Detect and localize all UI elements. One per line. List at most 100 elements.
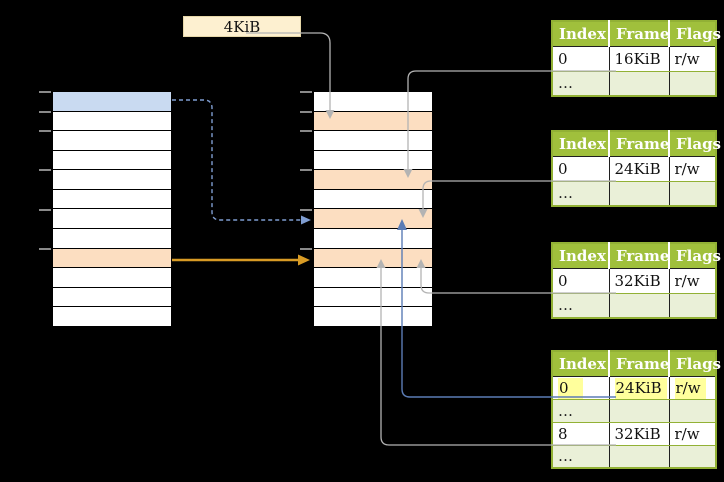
table-cell [609, 445, 670, 469]
frame-size-label-text: 4KiB [223, 18, 261, 36]
column-header: Frame [609, 131, 670, 157]
highlighted-value: 0 [558, 377, 583, 399]
address-tick [300, 208, 312, 211]
memory-row [53, 92, 171, 112]
memory-row [314, 307, 432, 327]
table-row: 0 24KiB r/w [552, 376, 716, 400]
table-row: … [552, 445, 716, 469]
memory-row [53, 287, 171, 308]
column-header: Index [552, 351, 610, 377]
column-header: Index [552, 243, 610, 269]
address-tick [39, 247, 51, 250]
column-header: Frame [609, 21, 670, 47]
physical-memory-column [300, 91, 433, 328]
memory-row [314, 209, 432, 230]
table-cell: … [552, 71, 610, 97]
table-cell [609, 293, 670, 319]
memory-row [53, 229, 171, 249]
memory-row [314, 229, 432, 249]
table-cell: r/w [669, 156, 716, 182]
table-cell: r/w [669, 376, 716, 400]
memory-row [53, 111, 171, 132]
address-tick [39, 110, 51, 113]
table-cell: r/w [669, 422, 716, 446]
virtual-memory-column [39, 91, 172, 328]
table-cell: 32KiB [609, 268, 670, 294]
highlighted-value: 24KiB [614, 377, 667, 399]
memory-row [53, 150, 171, 171]
address-tick [39, 91, 51, 93]
column-header: Frame [609, 243, 670, 269]
table-cell: 0 [552, 376, 610, 400]
table-row: … [552, 181, 716, 207]
memory-row [314, 150, 432, 171]
table-cell: … [552, 181, 610, 207]
table-cell [669, 399, 716, 423]
memory-row [53, 268, 171, 288]
table-cell: r/w [669, 46, 716, 72]
memory-row [314, 170, 432, 190]
column-header: Flags [669, 21, 721, 47]
table-row: … [552, 293, 716, 319]
memory-row [314, 287, 432, 308]
column-header: Flags [669, 131, 721, 157]
address-tick [300, 169, 312, 172]
table-cell: … [552, 399, 610, 423]
memory-row [53, 307, 171, 327]
memory-row [53, 170, 171, 190]
address-tick [300, 91, 312, 93]
table-cell: 8 [552, 422, 610, 446]
table-cell: 0 [552, 268, 610, 294]
memory-row [314, 268, 432, 288]
frame-size-label: 4KiB [183, 16, 301, 37]
table-cell: 24KiB [609, 376, 670, 400]
table-row: … [552, 399, 716, 423]
column-header: Flags [669, 351, 721, 377]
memory-row [53, 189, 171, 210]
table-cell: … [552, 293, 610, 319]
table-cell [669, 71, 716, 97]
table-cell [609, 181, 670, 207]
table-cell: 16KiB [609, 46, 670, 72]
column-header: Index [552, 131, 610, 157]
memory-row [53, 209, 171, 230]
column-header: Flags [669, 243, 721, 269]
table-cell [669, 181, 716, 207]
address-tick [300, 110, 312, 113]
table-cell [669, 445, 716, 469]
memory-row [314, 131, 432, 151]
table-cell: 0 [552, 156, 610, 182]
address-tick [39, 208, 51, 211]
table-cell: 0 [552, 46, 610, 72]
memory-row [53, 131, 171, 151]
memory-row [314, 248, 432, 269]
table-cell: r/w [669, 268, 716, 294]
table-cell [609, 399, 670, 423]
arrowhead-right-icon [298, 254, 310, 266]
arrowhead-right-icon [301, 215, 311, 225]
table-cell [609, 71, 670, 97]
memory-row [314, 92, 432, 112]
table-row: … [552, 71, 716, 97]
table-cell: … [552, 445, 610, 469]
address-tick [39, 169, 51, 172]
highlighted-value: r/w [674, 377, 706, 399]
address-tick [300, 130, 312, 133]
table-cell [669, 293, 716, 319]
column-header: Frame [609, 351, 670, 377]
address-tick [300, 247, 312, 250]
address-tick [39, 130, 51, 133]
table-cell: 24KiB [609, 156, 670, 182]
memory-row [314, 111, 432, 132]
memory-row [314, 189, 432, 210]
line-virtual-to-physical-dashed [172, 99, 301, 221]
